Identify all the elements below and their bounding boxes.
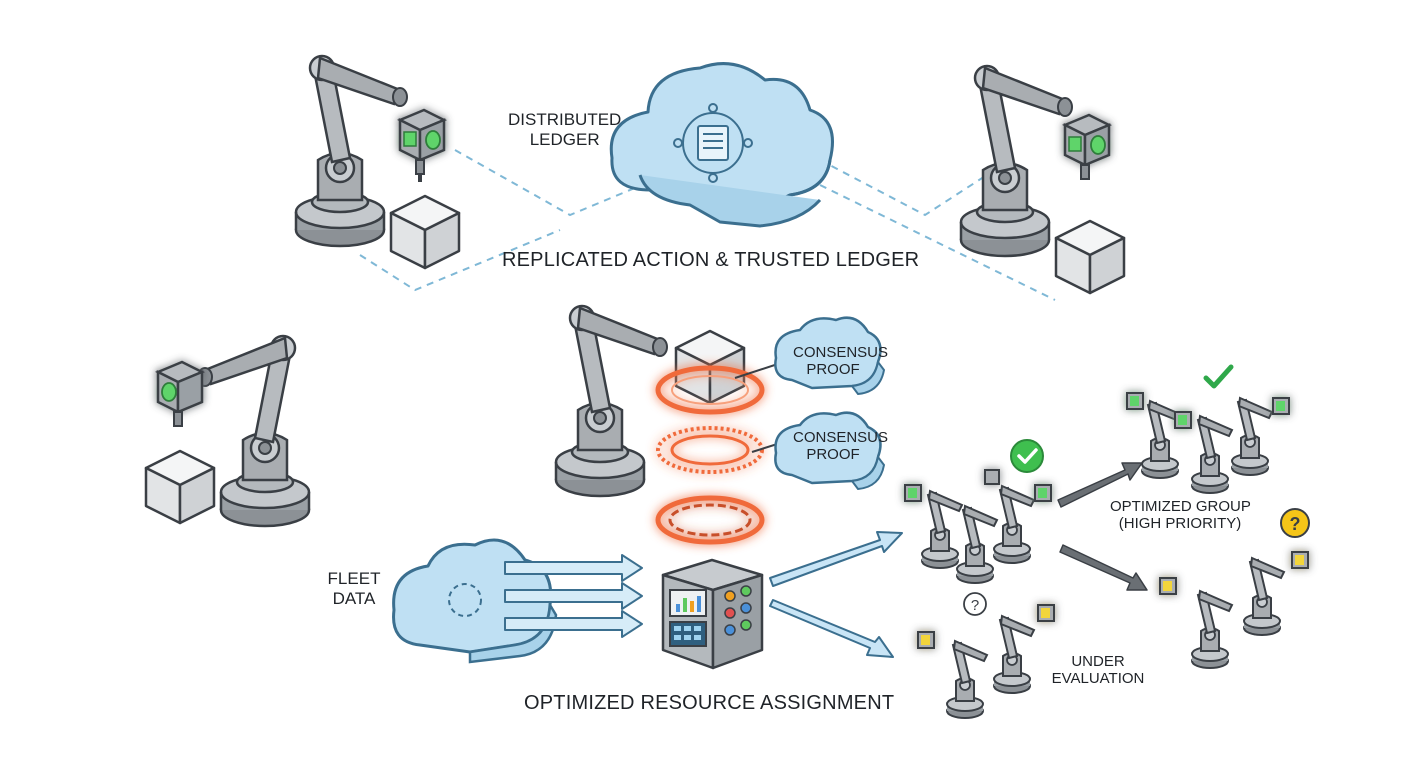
- assignment-arrows: [769, 531, 903, 658]
- under-evaluation-line-2: EVALUATION: [1051, 670, 1145, 688]
- replicated-action-label: REPLICATED ACTION & TRUSTED LEDGER: [502, 249, 920, 271]
- under-evaluation-line-1: UNDER: [1071, 653, 1125, 670]
- server-icon: [661, 558, 764, 670]
- fleet-high-priority-eval: [1159, 551, 1309, 669]
- consensus-proof-2-line-2: PROOF: [806, 446, 860, 464]
- consensus-proof-2-line-1: CONSENSUS: [793, 429, 889, 446]
- fleet-data-line-1: FLEET: [327, 569, 381, 588]
- svg-text:?: ?: [1290, 514, 1301, 534]
- optimized-group-label: OPTIMIZED GROUP (HIGH PRIORITY): [1110, 498, 1251, 533]
- consensus-proof-label-1: CONSENSUS PROOF: [793, 344, 889, 379]
- consensus-proof-1-line-2: PROOF: [806, 361, 860, 379]
- fleet-optimized-group: [1126, 392, 1290, 494]
- check-icon: [1010, 439, 1044, 473]
- optimized-resource-assignment-label: OPTIMIZED RESOURCE ASSIGNMENT: [524, 692, 895, 714]
- distributed-ledger-line-2: LEDGER: [529, 129, 600, 149]
- consensus-proof-label-2: CONSENSUS PROOF: [793, 429, 889, 464]
- fleet-middle: [904, 469, 1052, 584]
- box-left: [144, 449, 216, 525]
- question-icon: ?: [963, 592, 987, 616]
- under-evaluation-label: UNDER EVALUATION: [1050, 653, 1146, 688]
- box-top-right: [1054, 219, 1126, 295]
- sensor-head-left: [154, 360, 206, 427]
- question-icon: ?: [1280, 508, 1310, 538]
- distributed-ledger-label: DISTRIBUTED LEDGER: [508, 110, 621, 149]
- consensus-proof-cloud-2: [774, 411, 886, 491]
- robot-arm-top-right: [959, 64, 1074, 258]
- optimized-group-line-2: (HIGH PRIORITY): [1118, 515, 1242, 533]
- optimized-group-line-1: OPTIMIZED GROUP: [1110, 498, 1251, 515]
- consensus-proof-1-line-1: CONSENSUS: [793, 344, 889, 361]
- sensor-head-top-right: [1061, 113, 1113, 180]
- consensus-rings: [655, 365, 765, 545]
- fleet-data-line-2: DATA: [332, 588, 376, 608]
- svg-text:?: ?: [971, 597, 979, 614]
- box-top-left: [389, 194, 461, 270]
- consensus-proof-cloud-1: [774, 316, 886, 396]
- fleet-arrows: [1057, 462, 1148, 591]
- sensor-head-top-left: [396, 108, 448, 182]
- fleet-data-label: FLEET DATA: [322, 569, 386, 608]
- distributed-ledger-cloud: [609, 62, 834, 228]
- distributed-ledger-line-1: DISTRIBUTED: [508, 110, 622, 129]
- fleet-under-evaluation: [917, 604, 1055, 719]
- robot-arm-center: [554, 304, 669, 498]
- fleet-data-arrows: [504, 554, 643, 638]
- ledger-links: [359, 149, 1056, 301]
- check-icon: [1203, 364, 1234, 389]
